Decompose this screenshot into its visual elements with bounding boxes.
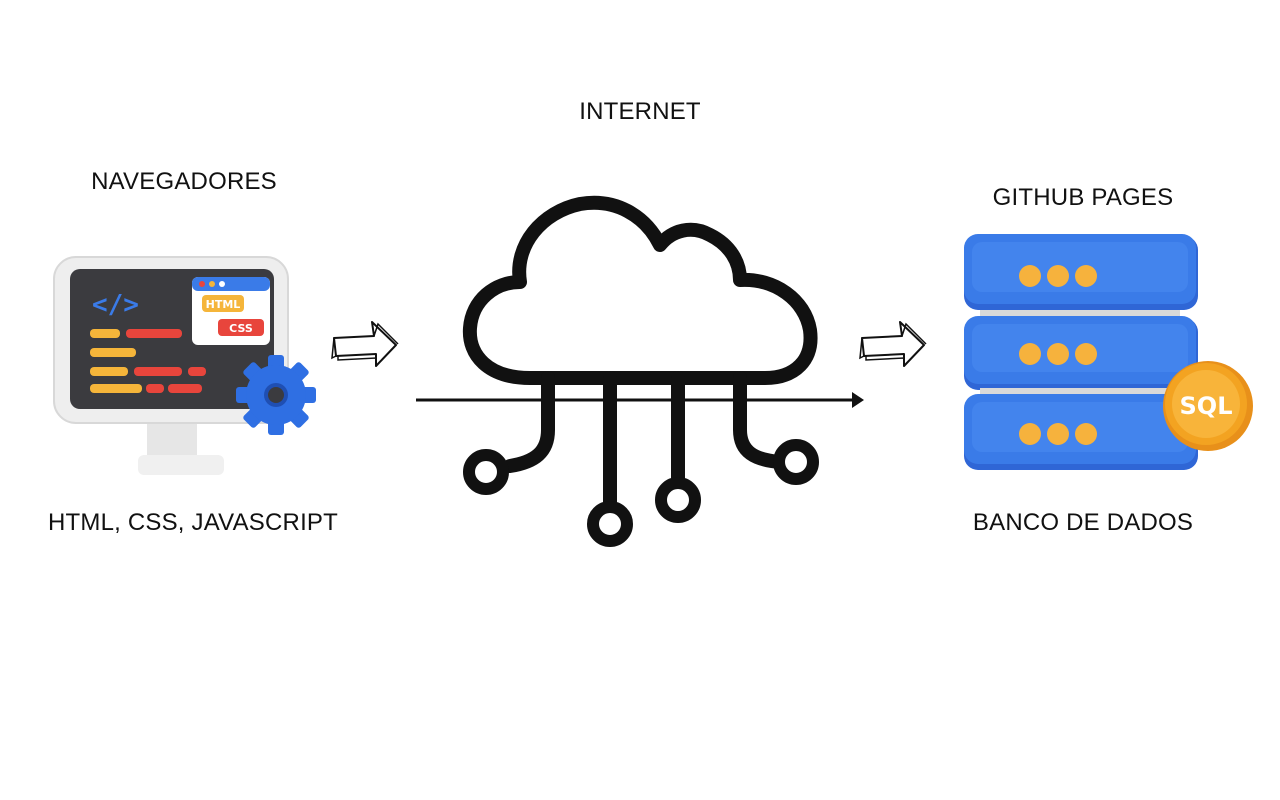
- github-pages-label: GITHUB PAGES: [992, 184, 1174, 211]
- html-tag: HTML: [206, 298, 241, 311]
- code-tag: </>: [92, 290, 139, 320]
- database-server-icon: SQL: [958, 230, 1258, 475]
- svg-text:SQL: SQL: [1180, 392, 1233, 420]
- hand-drawn-arrow-icon: [330, 318, 400, 370]
- sql-badge-icon: SQL: [1163, 361, 1253, 451]
- monitor-code-icon: </> HTML CSS: [52, 255, 322, 480]
- hand-drawn-arrow-icon: [858, 318, 928, 370]
- banco-de-dados-label: BANCO DE DADOS: [972, 509, 1194, 536]
- navegadores-label: NAVEGADORES: [91, 168, 277, 195]
- internet-label: INTERNET: [579, 98, 701, 125]
- html-css-js-label: HTML, CSS, JAVASCRIPT: [47, 509, 339, 536]
- cloud-network-icon: [410, 190, 870, 555]
- css-tag: CSS: [229, 322, 253, 335]
- gear-icon: [236, 355, 316, 435]
